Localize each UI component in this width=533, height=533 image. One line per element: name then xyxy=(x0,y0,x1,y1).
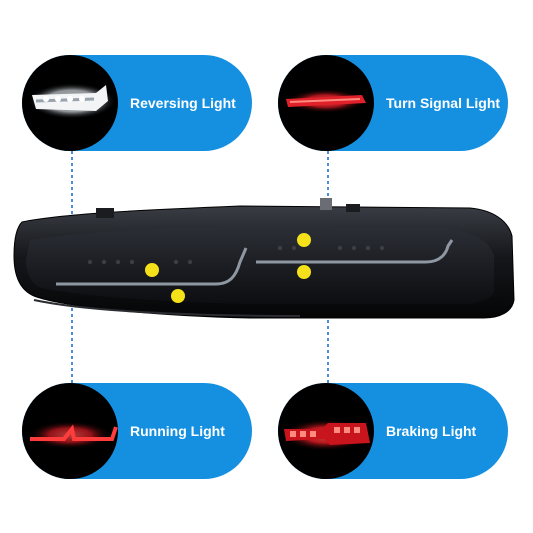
callout-running-light: Running Light xyxy=(22,383,252,479)
feature-markers xyxy=(145,233,311,303)
callout-braking-light: Braking Light xyxy=(278,383,508,479)
running-light-label: Running Light xyxy=(130,423,225,439)
marker-running xyxy=(171,289,185,303)
tail-lamp-housing xyxy=(13,198,515,319)
braking-light-label: Braking Light xyxy=(386,423,477,439)
reversing-light-thumbnail xyxy=(22,55,118,151)
running-light-thumbnail xyxy=(22,383,118,479)
callout-reversing-light: Reversing Light xyxy=(22,55,252,151)
marker-reversing xyxy=(145,263,159,277)
braking-light-thumbnail xyxy=(278,383,374,479)
marker-braking xyxy=(297,265,311,279)
turn-signal-light-label: Turn Signal Light xyxy=(386,95,501,111)
reversing-light-label: Reversing Light xyxy=(130,95,236,111)
callout-turn-signal-light: Turn Signal Light xyxy=(278,55,508,151)
turn-signal-light-thumbnail xyxy=(278,55,374,151)
marker-turn-signal xyxy=(297,233,311,247)
